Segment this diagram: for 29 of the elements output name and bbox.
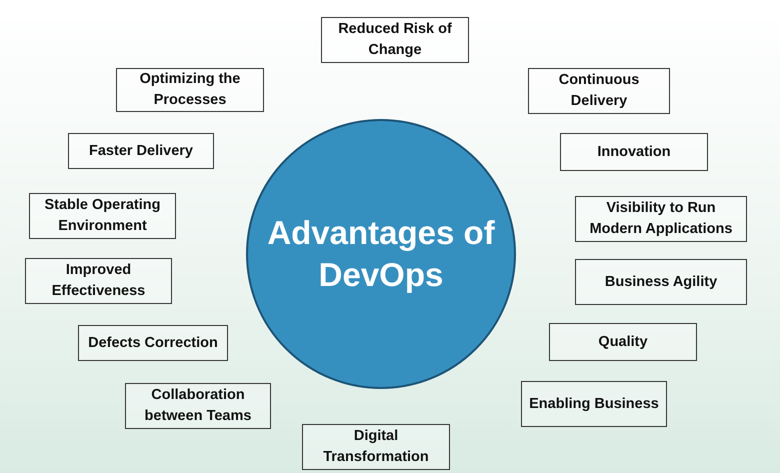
advantage-box <box>68 133 214 169</box>
advantage-label: Business Agility <box>604 272 718 292</box>
advantage-label: Collaboration between Teams <box>144 386 252 426</box>
advantage-box <box>549 323 697 361</box>
heading-text: Advantages of DevOps <box>266 213 496 295</box>
advantage-box <box>302 424 450 470</box>
advantage-label: Continuous Delivery <box>558 71 640 111</box>
advantage-box <box>25 258 172 304</box>
advantage-label: Quality <box>598 332 648 352</box>
advantage-box <box>78 325 228 361</box>
advantage-label: Visibility to Run Modern Applications <box>588 199 734 239</box>
advantage-box <box>528 68 670 114</box>
advantage-label: Defects Correction <box>88 334 218 352</box>
advantage-box <box>29 193 176 239</box>
advantage-box <box>116 68 264 112</box>
advantage-label: Improved Effectiveness <box>50 261 146 301</box>
advantage-box <box>321 17 469 63</box>
advantage-label: Digital Transformation <box>322 427 430 467</box>
advantage-label: Stable Operating Environment <box>43 196 162 236</box>
advantage-label: Innovation <box>597 142 671 162</box>
advantage-box <box>560 133 708 171</box>
advantage-label: Enabling Business <box>529 394 659 414</box>
advantage-box <box>575 196 747 242</box>
advantage-label: Optimizing the Processes <box>138 70 242 110</box>
advantage-label: Reduced Risk of Change <box>337 20 453 60</box>
advantage-box <box>575 259 747 305</box>
advantage-box <box>125 383 271 429</box>
advantage-box <box>521 381 667 427</box>
advantage-label: Faster Delivery <box>89 142 193 160</box>
